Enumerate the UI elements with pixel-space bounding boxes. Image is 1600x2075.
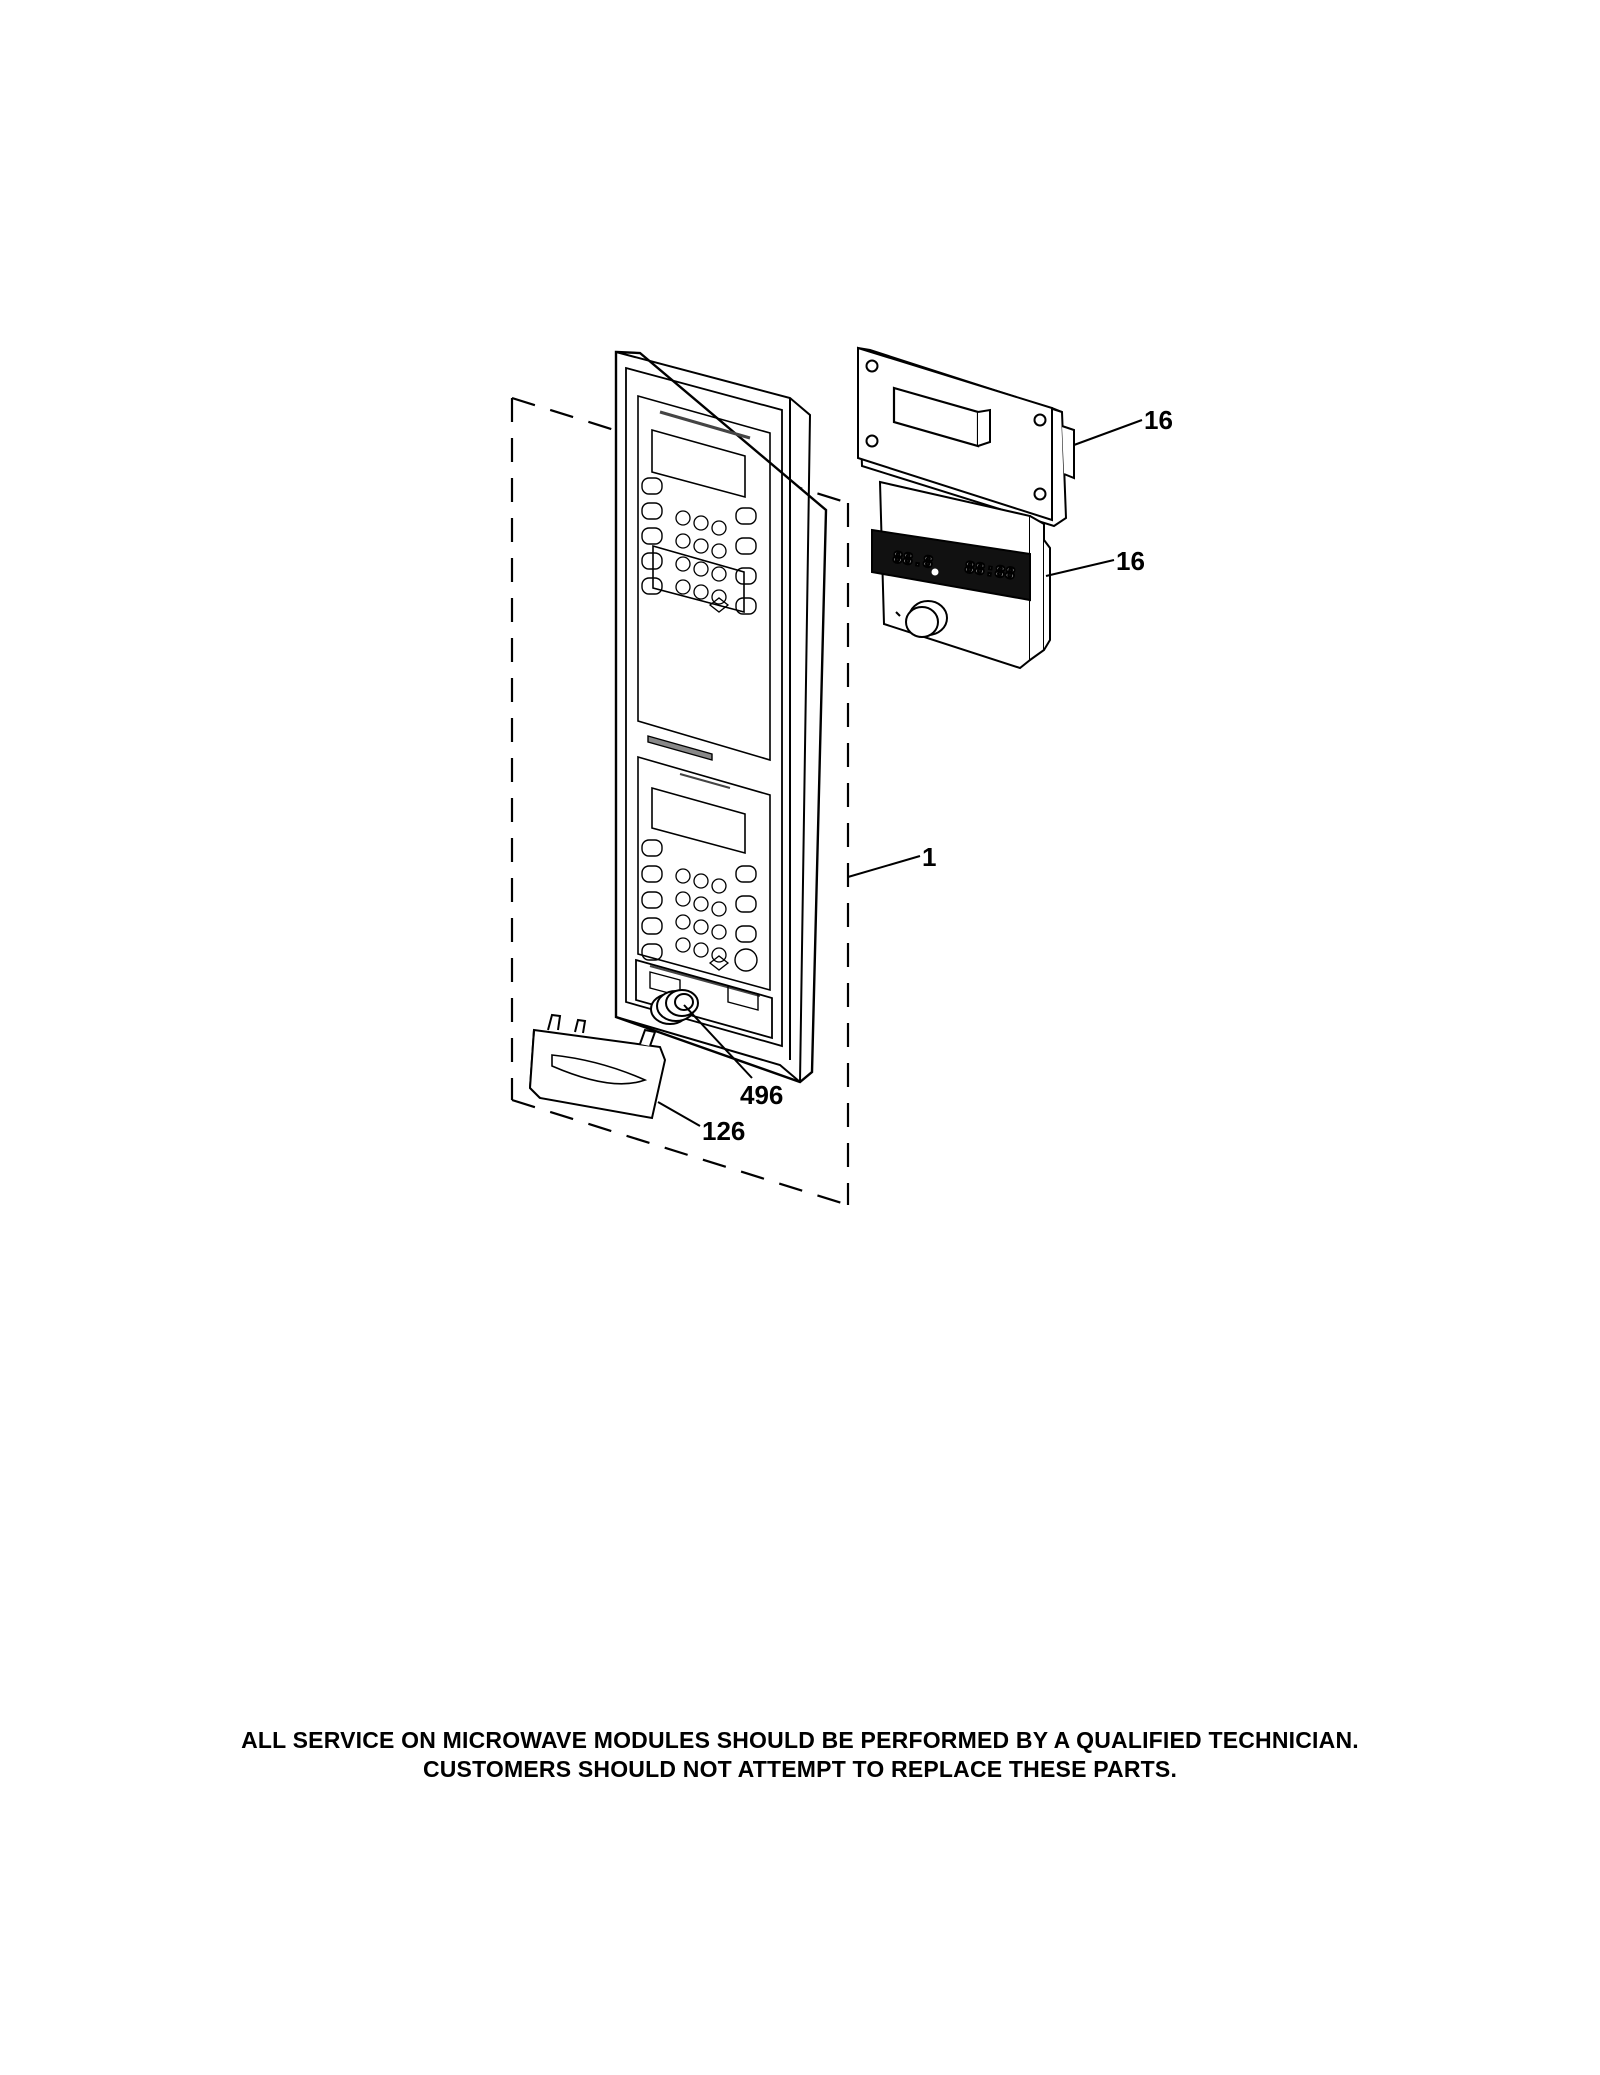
upper-right-buttons <box>735 507 757 615</box>
lower-left-buttons <box>641 839 663 961</box>
led-display <box>871 528 1031 602</box>
upper-left-buttons <box>641 477 663 595</box>
callout-496-knob: 496 <box>740 1080 783 1110</box>
lower-number-keypad <box>675 868 730 971</box>
callout-1-control-panel: 1 <box>922 842 936 872</box>
control-panel <box>614 350 828 1084</box>
upper-number-keypad <box>675 510 730 613</box>
callout-16-upper-board: 16 <box>1144 405 1173 435</box>
lower-display-window <box>651 786 746 855</box>
upper-circuit-board <box>856 346 1075 528</box>
callout-126-handle: 126 <box>702 1116 745 1146</box>
callout-16-lower-board: 16 <box>1116 546 1145 576</box>
lower-circuit-board: 88.8 88:88 <box>871 480 1051 670</box>
lower-right-buttons <box>734 865 758 972</box>
upper-display-window <box>651 428 746 499</box>
service-notice-line-2: CUSTOMERS SHOULD NOT ATTEMPT TO REPLACE … <box>422 1756 1178 1782</box>
leader-lines <box>657 419 1143 1127</box>
handle-cover <box>528 1013 667 1120</box>
service-notice-line-1: ALL SERVICE ON MICROWAVE MODULES SHOULD … <box>241 1727 1359 1753</box>
rotary-knob <box>650 989 699 1025</box>
